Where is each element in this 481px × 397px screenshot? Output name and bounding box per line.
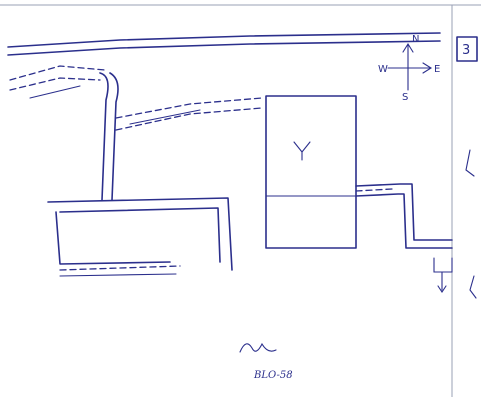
sheet-number-box	[456, 36, 478, 62]
main-road	[7, 32, 441, 56]
sheet-number: 3	[462, 43, 470, 58]
signature-code: BLO-58	[253, 370, 293, 381]
lower-left-block	[47, 197, 233, 271]
polling-booth-mark	[293, 141, 311, 161]
compass-west: W	[378, 64, 388, 75]
lower-right-structure	[433, 257, 453, 293]
polling-building-block	[265, 95, 357, 249]
right-edge-mark-2	[469, 275, 477, 299]
compass-rose	[387, 42, 433, 91]
right-road	[355, 183, 453, 249]
vertical-road-left	[99, 72, 119, 201]
compass-south: S	[402, 92, 408, 103]
connecting-lanes	[115, 97, 263, 131]
compass-east: E	[434, 64, 440, 75]
lower-left-street	[59, 265, 181, 277]
signature-scribble	[239, 342, 277, 353]
top-left-lanes	[9, 65, 106, 99]
right-edge-mark-1	[465, 149, 475, 177]
compass-north: N	[412, 34, 419, 45]
